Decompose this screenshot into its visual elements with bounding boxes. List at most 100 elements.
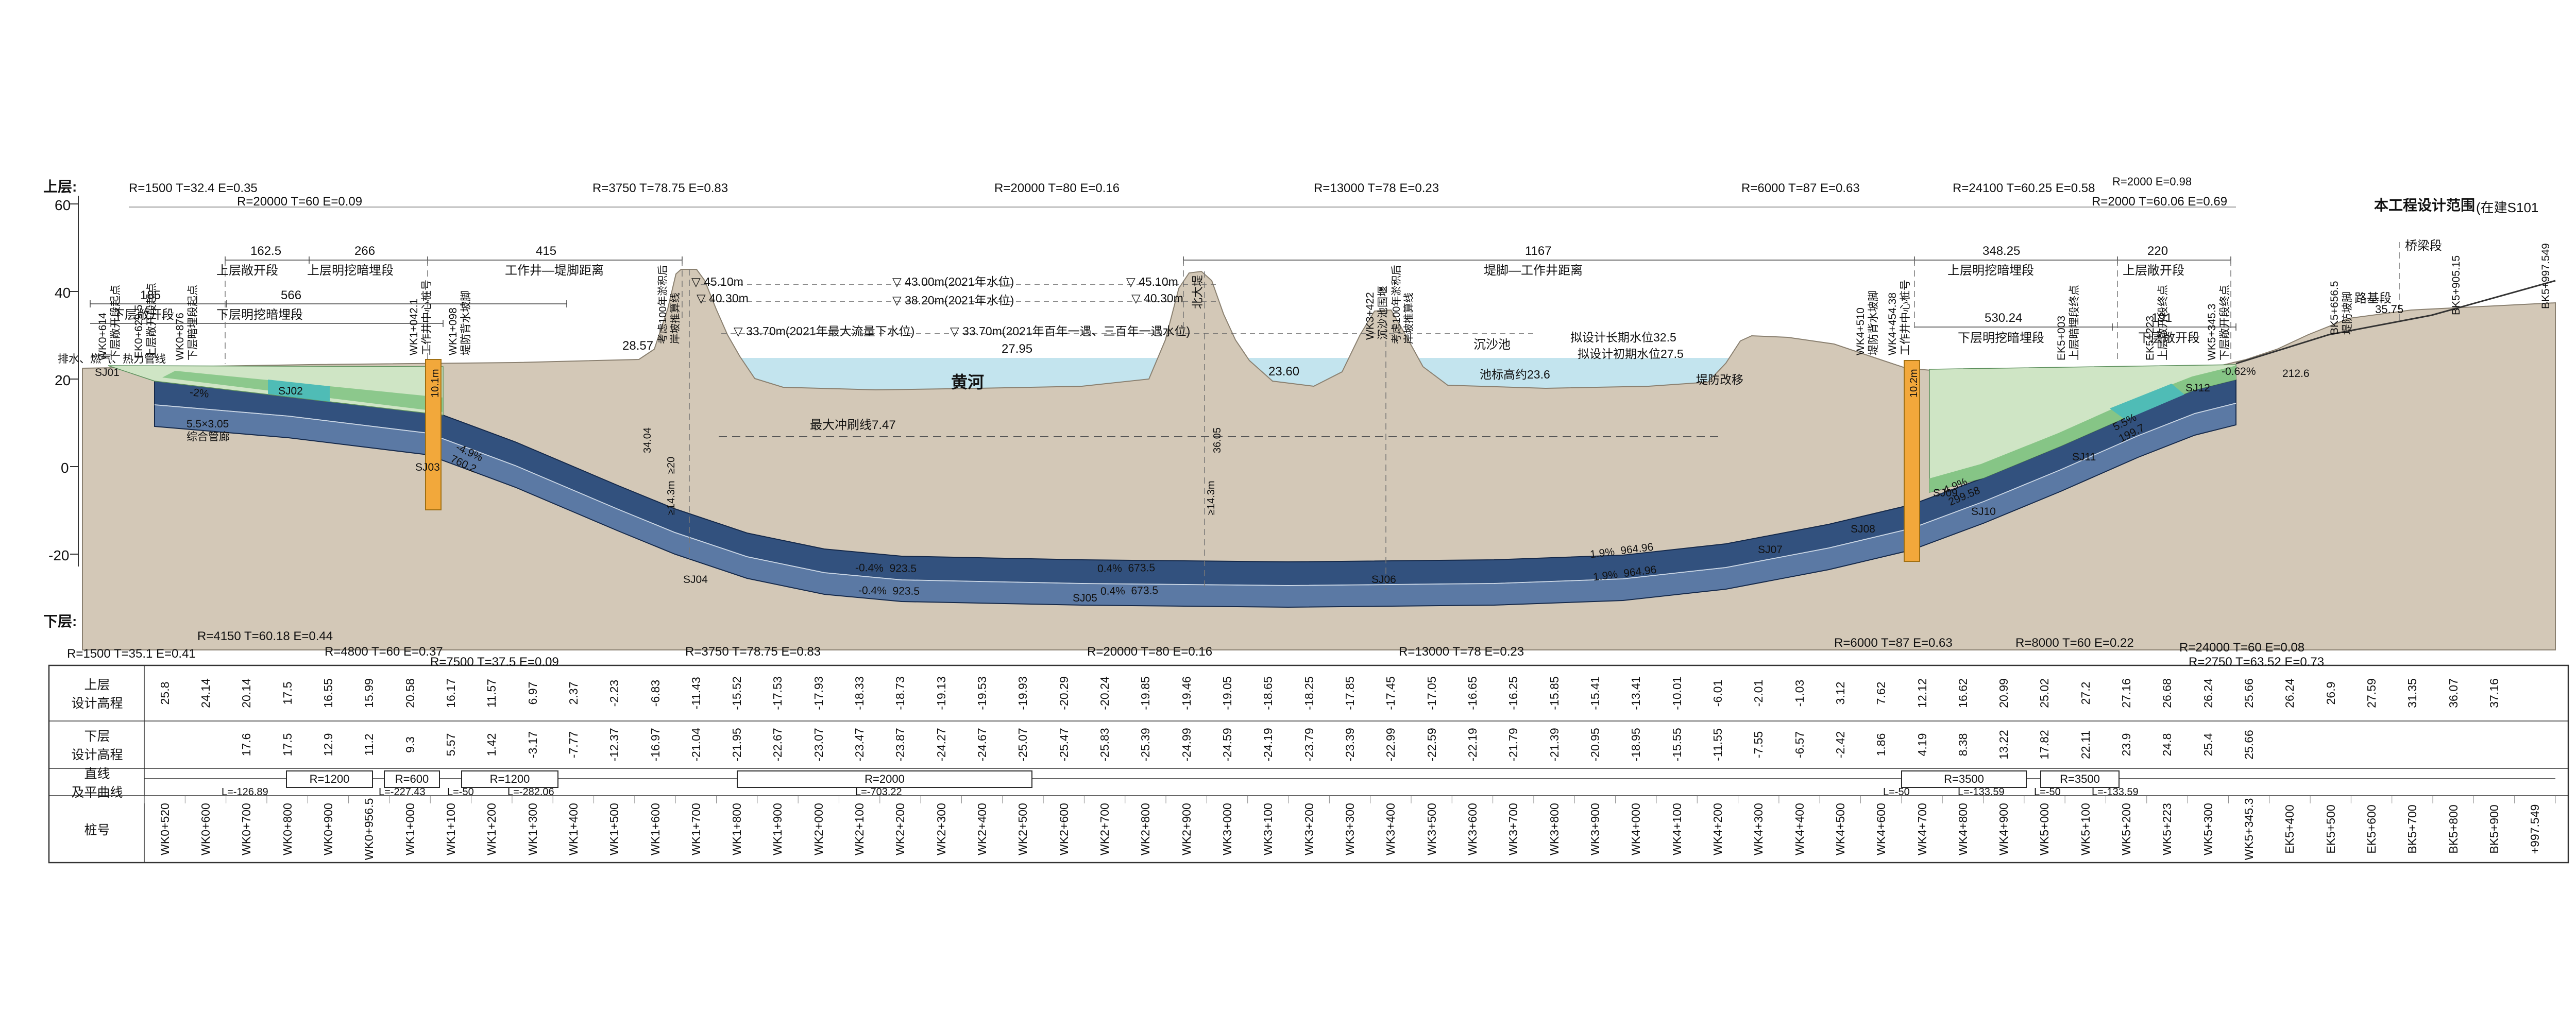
curve-annotation-top: R=3750 T=78.75 E=0.83 <box>592 181 728 195</box>
station-value: WK0+900 <box>321 803 335 855</box>
station-value: WK3+900 <box>1588 803 1602 855</box>
upper-elevation-value: 26.24 <box>2283 678 2297 708</box>
water-level-label: ▽ 38.20m(2021年水位) <box>892 294 1014 307</box>
station-value: WK3+200 <box>1302 803 1316 855</box>
station-callout: ≥14.3m <box>666 480 677 515</box>
dimension-value: 530.24 <box>1985 311 2023 325</box>
lower-elevation-value: -23.07 <box>811 728 825 762</box>
table-row-label-lower-elevation: 下层 设计高程 <box>71 729 123 762</box>
upper-elevation-value: -19.46 <box>1179 676 1193 710</box>
curve-length-label: L=-133.59 <box>2092 786 2139 798</box>
upper-elevation-value: -17.05 <box>1425 676 1438 710</box>
station-value: WK1+100 <box>444 803 457 855</box>
lower-elevation-value: 4.19 <box>1915 733 1929 757</box>
alignment-point-label: SJ01 <box>95 367 120 379</box>
upper-elevation-value: -19.53 <box>975 676 989 710</box>
lower-elevation-value: -25.07 <box>1016 728 1030 762</box>
lower-elevation-value: -23.87 <box>893 728 907 762</box>
alignment-point-label: SJ08 <box>1851 523 1875 535</box>
curve-annotation-top: R=1500 T=32.4 E=0.35 <box>129 181 258 195</box>
lower-elevation-value: 17.5 <box>280 733 294 757</box>
lower-elevation-value: -24.67 <box>975 728 989 762</box>
dimension-value: 566 <box>281 288 302 302</box>
upper-elevation-value: -19.93 <box>1016 676 1030 710</box>
misc-label: 5.5×3.05 综合管廊 <box>187 418 230 443</box>
working-shaft-left <box>425 359 442 510</box>
upper-elevation-value: -18.25 <box>1302 676 1316 710</box>
station-value: WK5+345.3 <box>2242 798 2256 861</box>
section-label: 下层明挖暗埋段 <box>1958 331 2044 345</box>
upper-elevation-value: -15.41 <box>1588 676 1602 710</box>
misc-label: 拟设计长期水位32.5 <box>1570 331 1676 344</box>
grade-label: 5.5% 199.7 <box>2111 411 2147 445</box>
upper-elevation-value: -16.65 <box>1465 676 1479 710</box>
utility-gallery-left <box>268 380 330 402</box>
station-value: EK5+500 <box>2324 804 2337 854</box>
grade-label: -0.62% <box>2222 366 2256 377</box>
curve-box: R=600 <box>384 770 440 788</box>
station-value: WK4+200 <box>1710 803 1724 855</box>
station-value: WK2+200 <box>893 803 907 855</box>
station-callout: BK5+656.5 堤防坡脚 <box>2329 281 2353 335</box>
water-level-label: ▽ 40.30m <box>697 291 749 305</box>
station-value: EK5+600 <box>2365 804 2379 854</box>
curve-box: R=3500 <box>2040 770 2120 788</box>
elevation-axis <box>70 196 79 566</box>
dimension-value: 1167 <box>1525 244 1552 258</box>
station-value: WK2+500 <box>1016 803 1030 855</box>
upper-elevation-value: 16.55 <box>321 678 335 708</box>
station-value: WK5+200 <box>2120 803 2133 855</box>
upper-elevation-value: -20.29 <box>1057 676 1071 710</box>
working-shaft-right <box>1904 360 1920 562</box>
curve-annotation-bottom: R=13000 T=78 E=0.23 <box>1399 645 1524 659</box>
station-value: WK0+956.5 <box>362 798 376 861</box>
lower-elevation-value: -6.57 <box>1792 731 1806 759</box>
dimension-value: 162.5 <box>250 244 282 258</box>
lower-elevation-value: -25.47 <box>1057 728 1071 762</box>
station-callout: WK1+042.1 工作井中心桩号 <box>408 280 433 355</box>
lower-elevation-value: -16.97 <box>648 728 662 762</box>
curve-annotation-bottom: R=20000 T=80 E=0.16 <box>1087 645 1213 659</box>
station-value: WK1+200 <box>485 803 499 855</box>
station-value: WK0+520 <box>158 803 172 855</box>
upper-elevation-value: 37.16 <box>2487 678 2501 708</box>
station-value: WK3+800 <box>1547 803 1561 855</box>
upper-elevation-value: 20.58 <box>403 678 417 708</box>
alignment-point-label: SJ09 <box>1933 487 1958 499</box>
curve-annotation-bottom: R=6000 T=87 E=0.63 <box>1834 636 1953 650</box>
curve-length-label: L=-282.06 <box>507 786 554 798</box>
station-callout: ≥20 <box>666 456 677 474</box>
station-callout: 34.04 <box>642 427 653 453</box>
axis-tick-label: 20 <box>55 372 71 388</box>
station-value: WK3+600 <box>1465 803 1479 855</box>
table-row-label-station: 桩号 <box>84 823 110 837</box>
dimension-value: 220 <box>2147 244 2168 258</box>
section-label: 下层敞开段 <box>112 308 174 322</box>
curve-box: R=1200 <box>461 770 558 788</box>
misc-label: 池标高约23.6 <box>1480 368 1550 381</box>
station-callout: WK4+510 堤防背水坡脚 <box>1855 290 1879 355</box>
dimension-value: 23.60 <box>1268 365 1300 379</box>
deck-separation-line <box>154 403 2236 587</box>
alignment-point-label: SJ02 <box>278 385 303 397</box>
upper-elevation-value: 27.59 <box>2365 678 2379 708</box>
lower-elevation-value: 17.82 <box>2038 730 2052 760</box>
dimension-value: 415 <box>536 244 557 258</box>
upper-elevation-value: 7.62 <box>1874 681 1888 705</box>
grade-label: 1.9% 964.96 <box>1589 541 1654 561</box>
station-value: WK4+500 <box>1833 803 1847 855</box>
reference-lines <box>225 242 2400 590</box>
section-label: 路基段 <box>2354 291 2392 305</box>
station-value: WK4+800 <box>1956 803 1970 855</box>
curve-annotation-top: R=24100 T=60.25 E=0.58 <box>1953 181 2095 195</box>
grade-label: 1.9% 964.96 <box>1592 563 1657 583</box>
curve-annotation-bottom: R=1500 T=35.1 E=0.41 <box>67 647 196 661</box>
curve-annotation-bottom: R=2750 T=63.52 E=0.73 <box>2189 655 2325 669</box>
misc-label: 拟设计初期水位27.5 <box>1578 347 1684 360</box>
design-scope-label: 本工程设计范围 <box>2374 197 2476 213</box>
misc-label: 黄河 <box>951 373 985 391</box>
upper-elevation-value: 17.5 <box>280 681 294 705</box>
station-callout: EK5+223 上层敞开段终点 <box>2144 285 2169 360</box>
upper-elevation-value: -17.85 <box>1343 676 1357 710</box>
